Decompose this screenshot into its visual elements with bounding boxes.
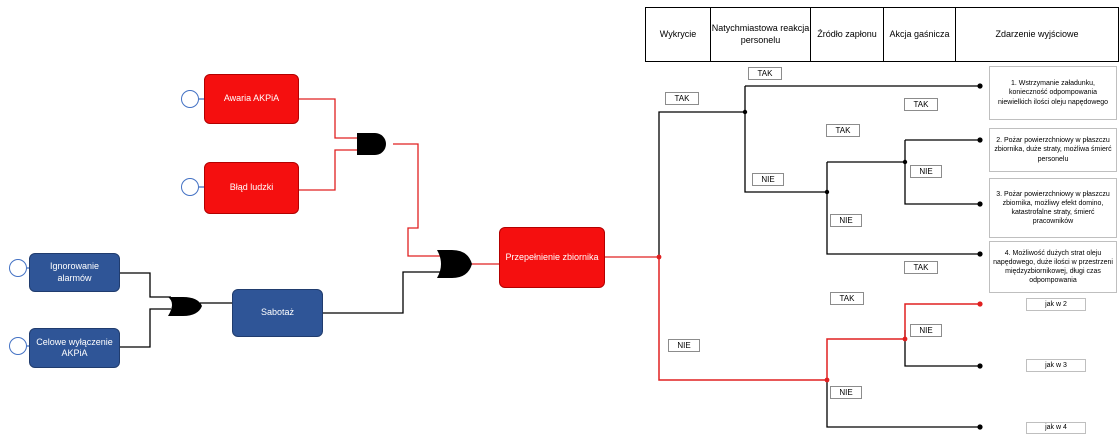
outcome-4: 4. Możliwość dużych strat oleju napędowe… <box>989 241 1117 293</box>
outcome-1: 1. Wstrzymanie załadunku, konieczność od… <box>989 66 1117 120</box>
wire-awaria-and <box>298 98 357 139</box>
header-zdarzenie-wyjsciowe: Zdarzenie wyjściowe <box>955 7 1119 62</box>
node-celowe-wylaczenie: Celowe wyłączenie AKPiA <box>29 328 120 368</box>
branch-label-nie: NIE <box>910 324 942 337</box>
branch-label-tak: TAK <box>904 261 938 274</box>
basic-event-circle-awaria <box>181 90 199 108</box>
branch-label-tak: TAK <box>748 67 782 80</box>
branch-label-tak: TAK <box>904 98 938 111</box>
outcome-2: 2. Pożar powierzchniowy w płaszczu zbior… <box>989 128 1117 172</box>
node-ignorowanie-alarmow: Ignorowanie alarmów <box>29 253 120 292</box>
branch-label-nie: NIE <box>668 339 700 352</box>
branch-label-tak: TAK <box>826 124 860 137</box>
branch-label-nie: NIE <box>830 214 862 227</box>
or-gate-2-icon <box>168 297 202 316</box>
branch-label-tak: TAK <box>665 92 699 105</box>
and-gate-icon <box>357 133 386 155</box>
header-natychmiastowa-reakcja: Natychmiastowa reakcja personelu <box>710 7 811 62</box>
wire-blad-and <box>298 149 357 191</box>
node-awaria-akpia: Awaria AKPiA <box>204 74 299 124</box>
node-przepelnienie-zbiornika: Przepełnienie zbiornika <box>499 227 605 288</box>
basic-event-circle-celowe <box>9 337 27 355</box>
branch-label-nie: NIE <box>752 173 784 186</box>
branch-label-nie: NIE <box>910 165 942 178</box>
outcome-3: 3. Pożar powierzchniowy w płaszczu zbior… <box>989 178 1117 238</box>
header-zrodlo-zaplonu: Źródło zapłonu <box>810 7 884 62</box>
node-sabotaz: Sabotaż <box>232 289 323 337</box>
basic-event-circle-ignorowanie <box>9 259 27 277</box>
branch-label-tak: TAK <box>830 292 864 305</box>
wire-celowe-or2 <box>120 308 171 348</box>
or-gate-icon <box>437 250 472 278</box>
header-akcja-gasnicza: Akcja gaśnicza <box>883 7 956 62</box>
wire-sabotaz-or <box>322 271 440 314</box>
outcome-jak-w-4: jak w 4 <box>1026 422 1086 434</box>
wire-and-or <box>393 143 440 257</box>
header-wykrycie: Wykrycie <box>645 7 711 62</box>
node-blad-ludzki: Błąd ludzki <box>204 162 299 214</box>
branch-label-nie: NIE <box>830 386 862 399</box>
outcome-jak-w-3: jak w 3 <box>1026 359 1086 372</box>
wire-ignorowanie-or2 <box>120 272 171 298</box>
basic-event-circle-blad <box>181 178 199 196</box>
outcome-jak-w-2: jak w 2 <box>1026 298 1086 311</box>
